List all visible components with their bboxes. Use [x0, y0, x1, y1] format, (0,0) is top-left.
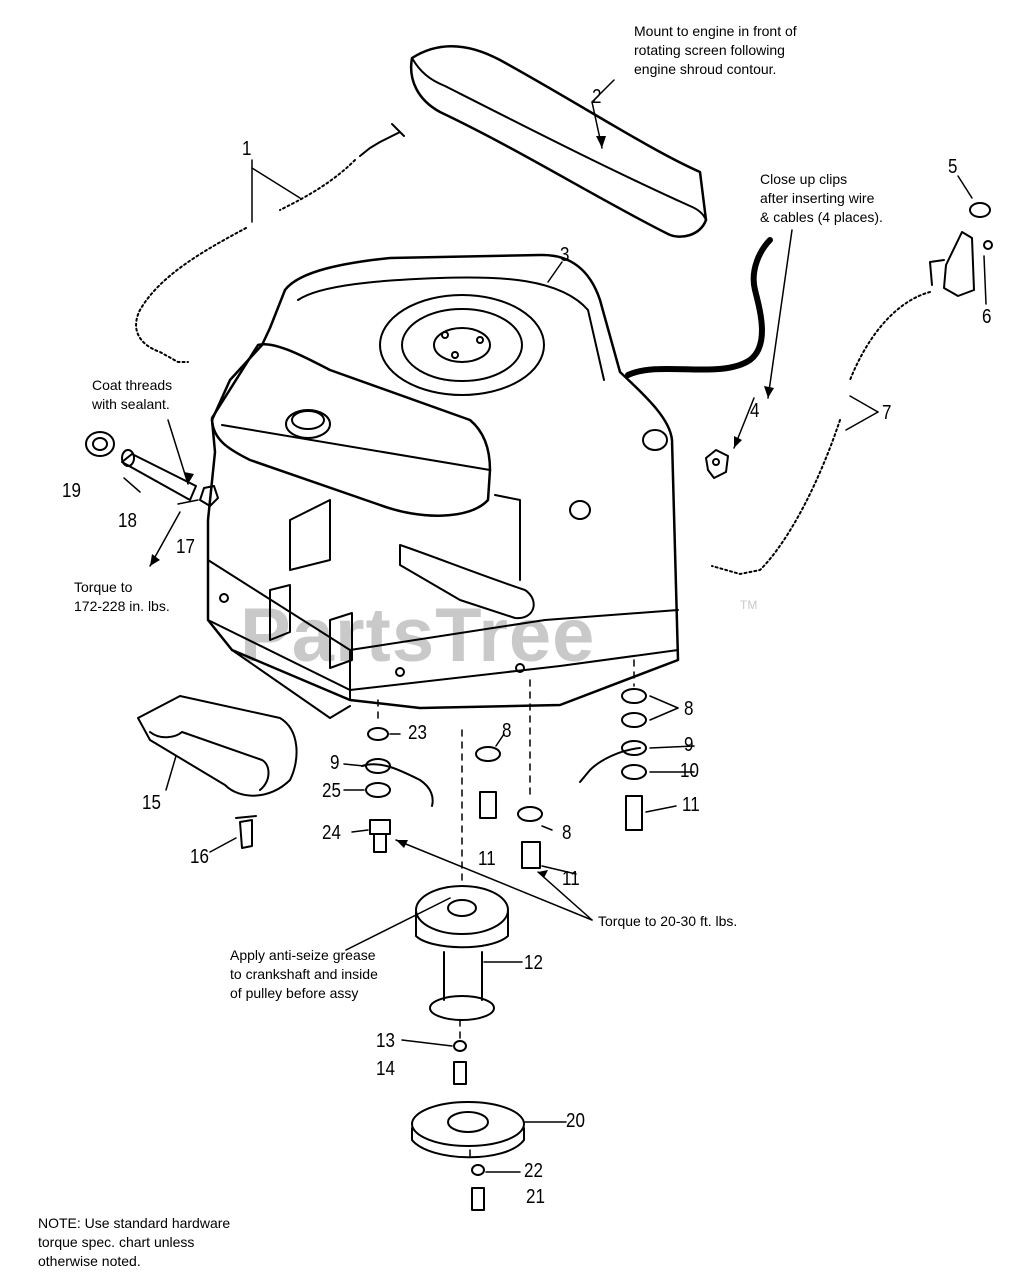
fastener-stack-right — [579, 688, 647, 831]
callout-9-right: 9 — [684, 734, 694, 756]
callout-17: 17 — [176, 536, 195, 558]
fastener-stack-middle — [475, 746, 543, 869]
note-coat-threads: Coat threads with sealant. — [92, 377, 173, 412]
callout-1: 1 — [242, 138, 252, 160]
callout-8-middle: 8 — [502, 720, 512, 742]
callout-12: 12 — [524, 952, 543, 974]
callout-23: 23 — [408, 722, 427, 744]
callout-6: 6 — [982, 306, 992, 328]
engine-body — [206, 253, 680, 719]
callout-11-middle: 11 — [478, 848, 496, 870]
callout-9-left: 9 — [330, 752, 340, 774]
callout-20: 20 — [566, 1110, 585, 1132]
callout-15: 15 — [142, 792, 161, 814]
callout-14: 14 — [376, 1058, 395, 1080]
callout-22: 22 — [524, 1160, 543, 1182]
note-torque-ft-lbs: Torque to 20-30 ft. lbs. — [598, 913, 738, 929]
callout-11-lower: 11 — [562, 868, 580, 890]
foam-strip-part — [409, 45, 708, 238]
callout-19: 19 — [62, 480, 81, 502]
arrow-heads — [150, 136, 774, 878]
choke-cable-part — [711, 291, 931, 575]
throttle-cable-part — [135, 123, 405, 363]
wire-harness — [625, 237, 773, 378]
note-torque-in-lbs: Torque to 172-228 in. lbs. — [74, 579, 170, 614]
fastener-stack-left — [361, 727, 434, 853]
callout-4: 4 — [750, 400, 760, 422]
deflector-part — [137, 695, 298, 849]
note-clips: Close up clips after inserting wire & ca… — [760, 171, 883, 225]
callout-11-right: 11 — [682, 794, 700, 816]
callout-5: 5 — [948, 156, 958, 178]
clip-part — [705, 449, 729, 479]
bottom-bolt-parts — [471, 1164, 485, 1211]
leader-lines — [123, 79, 987, 1173]
trademark-mark: TM — [740, 598, 758, 612]
fitting-parts — [85, 431, 219, 507]
callout-10: 10 — [680, 760, 699, 782]
note-hardware-torque: NOTE: Use standard hardware torque spec.… — [38, 1215, 231, 1269]
note-mount: Mount to engine in front of rotating scr… — [634, 23, 797, 77]
hub-bolt-parts — [453, 1040, 467, 1085]
callout-21: 21 — [526, 1186, 545, 1208]
callout-25: 25 — [322, 780, 341, 802]
callout-3: 3 — [560, 244, 570, 266]
bracket-part — [929, 202, 993, 297]
bottom-pulley-part — [411, 1101, 525, 1159]
callout-24: 24 — [322, 822, 341, 844]
callout-16: 16 — [190, 846, 209, 868]
callout-7: 7 — [882, 402, 892, 424]
callout-8-right: 8 — [684, 698, 694, 720]
callout-18: 18 — [118, 510, 137, 532]
callout-13: 13 — [376, 1030, 395, 1052]
note-anti-seize: Apply anti-seize grease to crankshaft an… — [230, 947, 378, 1001]
callout-8-lower: 8 — [562, 822, 572, 844]
callout-2: 2 — [592, 86, 602, 108]
center-lines — [377, 659, 635, 1163]
pulley-hub-part — [415, 885, 509, 1021]
